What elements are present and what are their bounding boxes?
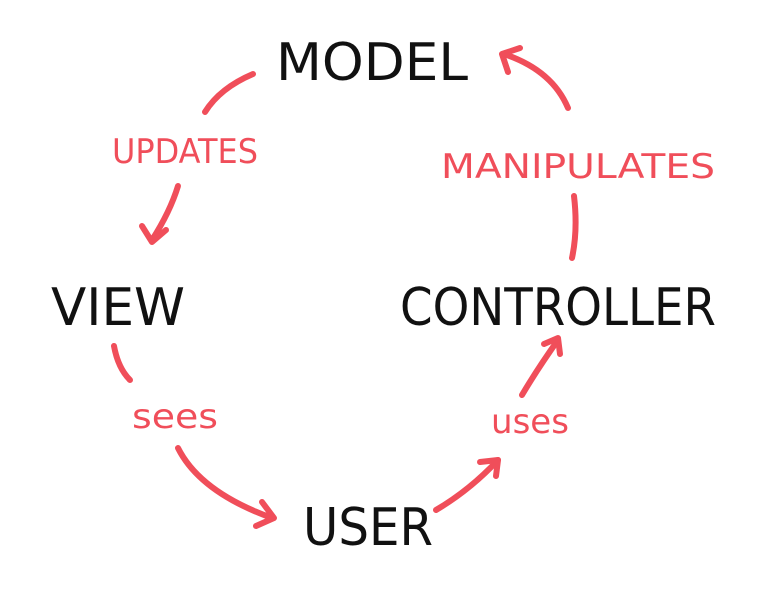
- node-controller: CONTROLLER: [400, 278, 716, 338]
- arc-view-to-sees: [111, 343, 133, 383]
- arc-user-to-uses: [433, 457, 501, 513]
- node-view: VIEW: [51, 278, 185, 338]
- arc-sees-to-user: [175, 445, 275, 521]
- edge-label-sees: sees: [132, 397, 218, 437]
- edge-label-uses: uses: [491, 402, 569, 442]
- arrowhead-uses-icon: [477, 457, 501, 479]
- node-user: USER: [303, 498, 433, 558]
- edge-label-manipulates: MANIPULATES: [441, 147, 715, 187]
- arrowhead-model-icon: [499, 45, 523, 75]
- arrowhead-view-icon: [139, 223, 169, 245]
- node-model: MODEL: [276, 33, 468, 93]
- arc-manipulates-to-model: [501, 51, 571, 111]
- arc-uses-to-controller: [519, 337, 561, 398]
- arrowhead-user-icon: [253, 499, 277, 529]
- edge-label-updates: UPDATES: [112, 132, 258, 172]
- arc-controller-to-manipulates: [569, 193, 579, 261]
- arc-model-to-updates: [202, 71, 256, 115]
- arc-updates-to-view: [149, 183, 181, 243]
- arrowhead-controller-icon: [541, 335, 563, 357]
